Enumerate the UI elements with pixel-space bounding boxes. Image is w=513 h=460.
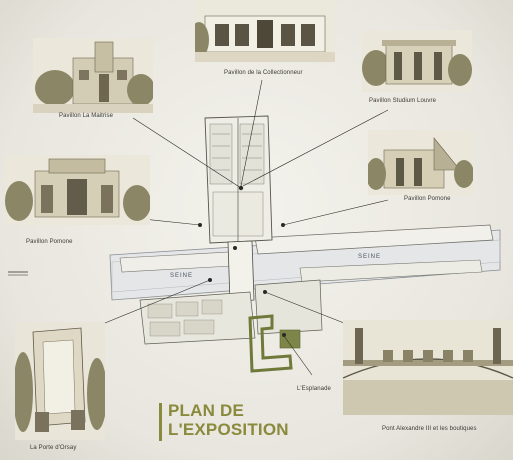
plan-title-line2: L'EXPOSITION bbox=[168, 420, 289, 439]
pavillon-maitrise-photo bbox=[33, 38, 153, 113]
caption-pavillon-pomone-left: Pavillon Pomone bbox=[26, 239, 73, 245]
right-bank-strip bbox=[254, 224, 494, 255]
title-accent-bar bbox=[159, 403, 162, 441]
lower-left-blocks bbox=[147, 299, 223, 337]
plan-title: PLAN DE L'EXPOSITION bbox=[168, 401, 289, 439]
caption-pavillon-maitrise: Pavillon La Maitrise bbox=[59, 113, 114, 119]
pont-alexandre-photo bbox=[343, 320, 513, 415]
north-arrow-icon bbox=[8, 271, 28, 276]
pavillon-pomone-left-photo bbox=[5, 155, 150, 225]
green-esplanade bbox=[248, 314, 293, 373]
esplanade-gardens bbox=[209, 118, 265, 242]
caption-esplanade: L'Esplanade bbox=[297, 386, 331, 392]
lower-right-quarter bbox=[254, 279, 323, 335]
right-bank-strip-lower bbox=[299, 259, 483, 283]
porte-orsay-photo bbox=[15, 322, 105, 440]
river-label-left: SEINE bbox=[170, 273, 193, 279]
plan-title-line1: PLAN DE bbox=[168, 401, 245, 420]
caption-pavillon-pomone-right: Pavillon Pomone bbox=[404, 196, 451, 202]
caption-pont-alexandre: Pont Alexandre III et les boutiques bbox=[382, 426, 477, 432]
green-garden bbox=[279, 329, 301, 349]
caption-pavillon-collectionneur: Pavillon de la Collectionneur bbox=[224, 70, 303, 76]
river-label-right: SEINE bbox=[358, 254, 381, 260]
pavillon-collectionneur-photo bbox=[195, 0, 335, 62]
caption-porte-orsay: La Porte d'Orsay bbox=[30, 445, 77, 451]
pavillon-louvre-photo bbox=[362, 30, 472, 92]
caption-pavillon-louvre: Pavillon Studium Louvre bbox=[369, 98, 437, 104]
pavillon-pomone-right-photo bbox=[368, 130, 473, 195]
bridge bbox=[227, 240, 255, 303]
